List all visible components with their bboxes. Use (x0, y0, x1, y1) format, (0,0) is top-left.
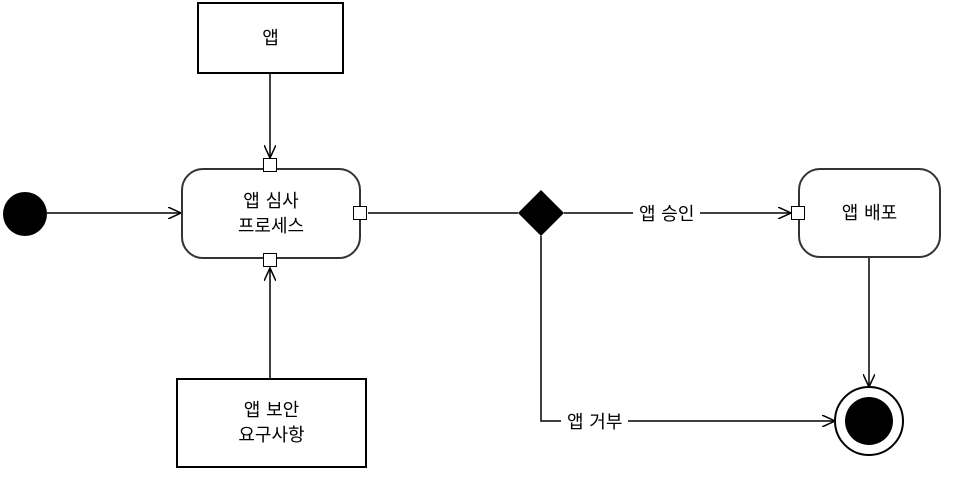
deploy-action: 앱 배포 (798, 168, 941, 258)
deploy-input-pin (791, 206, 805, 220)
review-process-label-line2: 프로세스 (237, 215, 305, 237)
security-requirements-node: 앱 보안 요구사항 (176, 378, 367, 468)
app-object-node: 앱 (197, 2, 344, 74)
initial-node (3, 192, 47, 236)
review-input-pin-top (263, 158, 277, 172)
review-process-action: 앱 심사 프로세스 (181, 168, 361, 259)
final-node-inner (845, 397, 893, 445)
reject-edge-label: 앱 거부 (561, 408, 629, 434)
deploy-action-label: 앱 배포 (841, 202, 898, 224)
approve-edge-label: 앱 승인 (633, 200, 701, 226)
review-process-label-line1: 앱 심사 (243, 190, 299, 212)
app-object-label: 앱 (262, 27, 279, 49)
security-requirements-label-line1: 앱 보안 (243, 400, 300, 421)
review-input-pin-bottom (263, 253, 277, 267)
decision-node (518, 190, 564, 236)
review-output-pin (353, 206, 367, 220)
security-requirements-label-line2: 요구사항 (238, 425, 305, 446)
edge-decision-to-end (540, 236, 835, 421)
